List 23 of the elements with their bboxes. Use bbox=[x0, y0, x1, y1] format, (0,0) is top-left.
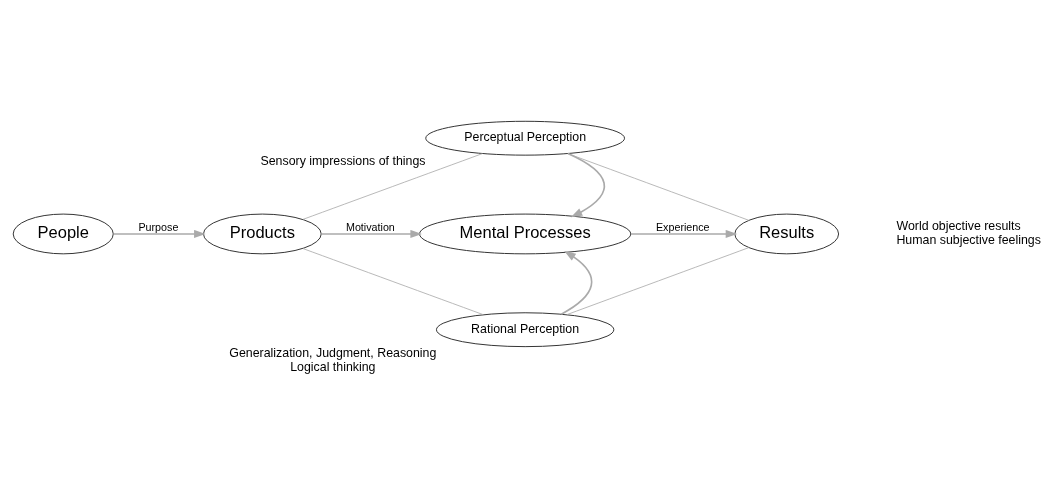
arrow bbox=[630, 229, 738, 238]
arrow bbox=[567, 152, 606, 218]
connector bbox=[567, 153, 750, 221]
node-ellipse: Products bbox=[202, 213, 322, 255]
arrow bbox=[560, 250, 593, 315]
node-label: World objective results bbox=[896, 218, 1021, 233]
edge-label: Purpose bbox=[138, 220, 179, 233]
node-label: Generalization, Judgment, Reasoning bbox=[229, 345, 437, 360]
arrow bbox=[112, 229, 206, 238]
node-label: Sensory impressions of things bbox=[260, 154, 426, 169]
node-ellipse: Perceptual Perception bbox=[425, 120, 626, 156]
edge-label: Experience bbox=[655, 220, 710, 233]
node-ellipse: Rational Perception bbox=[435, 312, 615, 348]
node-ellipse: People bbox=[12, 213, 114, 255]
arrow bbox=[320, 229, 422, 238]
node-ellipse: Mental Processes bbox=[419, 213, 632, 255]
edge-label: Motivation bbox=[345, 220, 395, 233]
connector bbox=[566, 247, 750, 316]
connector bbox=[302, 153, 483, 220]
node-label: Logical thinking bbox=[290, 359, 376, 374]
connector bbox=[302, 248, 484, 316]
node-label: Human subjective feelings bbox=[896, 232, 1041, 247]
node-ellipse: Results bbox=[734, 213, 840, 255]
